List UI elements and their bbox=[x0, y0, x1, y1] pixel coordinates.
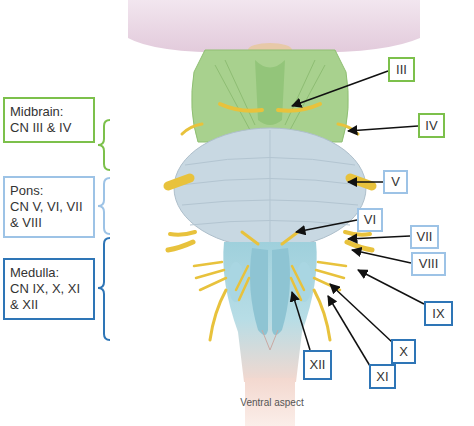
nerve-number: V bbox=[391, 174, 400, 190]
nerve-label-box: X bbox=[391, 339, 416, 364]
nerve-label-box: VI bbox=[357, 208, 383, 232]
region-nerves: CN V, VI, VII & VIII bbox=[10, 199, 88, 231]
leader-arrow bbox=[292, 292, 310, 350]
leader-arrow bbox=[296, 220, 357, 232]
oculomotor-nerve bbox=[278, 104, 320, 111]
nerve-number: VI bbox=[364, 212, 376, 228]
nerve-label-box: VIII bbox=[411, 252, 446, 276]
vagus-glossopharyngeal-rootlets bbox=[194, 262, 226, 290]
facial-nerve bbox=[345, 232, 370, 235]
decussation bbox=[262, 330, 278, 350]
trochlear-nerve bbox=[338, 124, 358, 134]
hypoglossal-rootlets bbox=[236, 266, 249, 300]
leader-arrow bbox=[330, 284, 392, 342]
region-heading: Medulla: bbox=[10, 265, 88, 281]
leader-arrow bbox=[352, 250, 411, 263]
peduncle-fibres bbox=[215, 60, 325, 130]
region-nerves: CN IX, X, XI & XII bbox=[10, 281, 88, 313]
nerve-label-box: IX bbox=[424, 301, 453, 326]
nerve-label-box: III bbox=[388, 57, 415, 82]
nerve-number: XII bbox=[310, 357, 326, 373]
region-heading: Pons: bbox=[10, 183, 88, 199]
nerve-label-box: IV bbox=[418, 113, 445, 138]
trochlear-nerve bbox=[182, 124, 202, 134]
region-box: Medulla:CN IX, X, XI & XII bbox=[3, 258, 95, 320]
medulla-bracket bbox=[98, 238, 110, 340]
nerve-number: IX bbox=[432, 306, 444, 322]
vestibulocochlear-nerve bbox=[168, 242, 193, 250]
pyramid-left bbox=[250, 248, 268, 335]
pons-shape bbox=[174, 128, 366, 248]
oculomotor-nerve bbox=[220, 104, 262, 111]
nerve-number: VIII bbox=[419, 256, 439, 272]
trigeminal-nerve bbox=[168, 178, 190, 186]
region-box: Pons:CN V, VI, VII & VIII bbox=[3, 176, 95, 238]
nerve-number: IV bbox=[425, 118, 437, 134]
nerve-number: X bbox=[399, 344, 408, 360]
vestibulocochlear-nerve bbox=[347, 242, 372, 250]
leader-arrow bbox=[328, 296, 370, 366]
nerve-label-box: XI bbox=[369, 364, 396, 389]
nerve-number: III bbox=[396, 62, 407, 78]
region-box: Midbrain:CN III & IV bbox=[3, 97, 95, 143]
interpeduncular-fossa bbox=[255, 60, 285, 125]
region-nerves: CN III & IV bbox=[10, 120, 88, 136]
leader-arrow bbox=[348, 236, 410, 239]
nerve-number: VII bbox=[417, 229, 433, 245]
pons-bracket bbox=[98, 178, 110, 234]
nerve-number: XI bbox=[376, 369, 388, 385]
abducens-nerve bbox=[282, 232, 298, 244]
region-heading: Midbrain: bbox=[10, 104, 88, 120]
leader-arrow bbox=[348, 126, 418, 131]
accessory-nerve bbox=[314, 290, 330, 340]
nerve-label-box: V bbox=[383, 170, 408, 194]
leader-arrow bbox=[348, 181, 383, 183]
pons-fibres bbox=[180, 130, 360, 246]
midbrain-bracket bbox=[98, 120, 110, 170]
caption: Ventral aspect bbox=[200, 397, 344, 408]
abducens-nerve bbox=[242, 232, 258, 244]
nerve-label-box: XII bbox=[303, 350, 332, 380]
vagus-glossopharyngeal-rootlets bbox=[314, 262, 346, 290]
nerve-label-box: VII bbox=[410, 225, 439, 249]
pyramid-right bbox=[272, 248, 290, 335]
facial-nerve bbox=[170, 232, 195, 235]
accessory-nerve bbox=[210, 290, 226, 340]
leader-arrow bbox=[292, 71, 388, 106]
